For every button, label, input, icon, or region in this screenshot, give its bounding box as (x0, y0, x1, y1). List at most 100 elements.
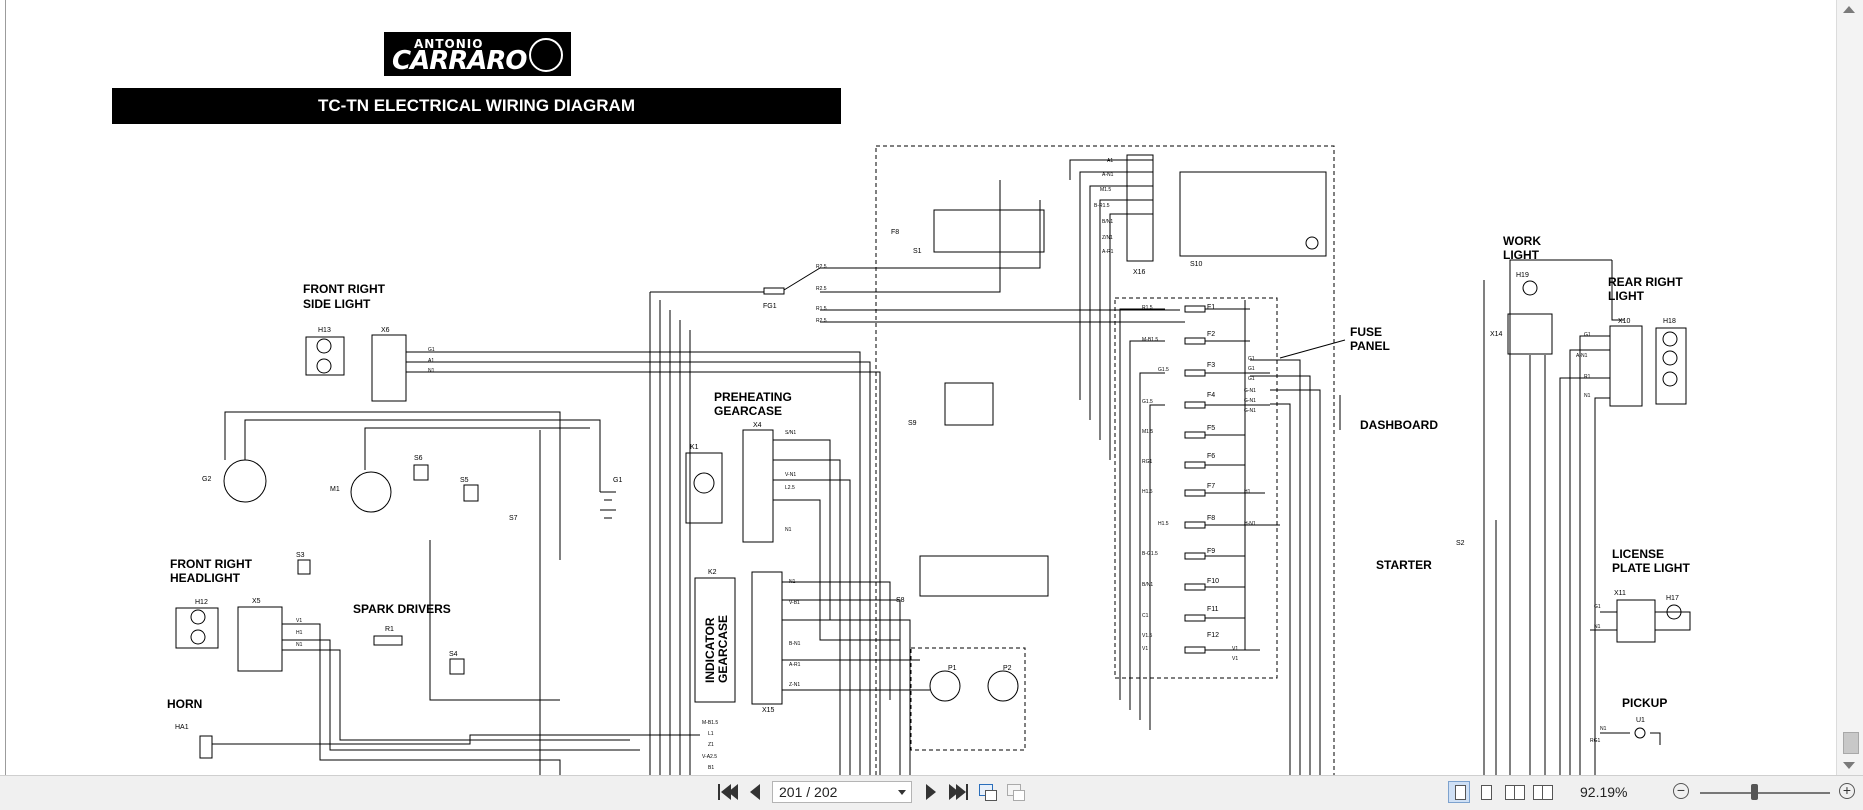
label-front-right-headlight-1: FRONT RIGHT (170, 557, 253, 571)
wire-label: N1 (1594, 624, 1601, 630)
wire-label: A-R1 (789, 662, 801, 668)
last-page-button[interactable] (946, 781, 968, 803)
wire-label: B1 (708, 765, 714, 771)
logo-main-text: CARRARO (392, 46, 527, 76)
wire-label: Z-N1 (789, 682, 800, 688)
fuse-F3: F3 (1207, 362, 1215, 369)
designator-G1: G1 (613, 477, 622, 484)
single-page-view-button[interactable] (1448, 781, 1470, 803)
wire-label: G-N1 (1244, 398, 1256, 404)
scroll-up-icon[interactable] (1843, 6, 1855, 13)
fuse-F2: F2 (1207, 331, 1215, 338)
wire-label: V-A2.5 (702, 754, 717, 760)
wire-label: H1 (1244, 489, 1251, 495)
fuse-F10: F10 (1207, 578, 1219, 585)
scroll-down-icon[interactable] (1843, 762, 1855, 769)
diagram-labels: FRONT RIGHT SIDE LIGHT FRONT RIGHT HEADL… (167, 234, 1690, 711)
label-front-right-side-light-2: SIDE LIGHT (303, 297, 371, 311)
next-page-button[interactable] (920, 781, 942, 803)
zoom-in-button[interactable]: + (1839, 783, 1855, 799)
designator-S7: S7 (509, 515, 518, 522)
wire-label: B-G1.5 (1142, 551, 1158, 557)
gauges-boundary (910, 647, 1026, 751)
wire-label: G1 (1584, 332, 1591, 338)
fuse-F1: F1 (1207, 304, 1215, 311)
designator-K2: K2 (708, 569, 717, 576)
zoom-slider[interactable] (1700, 792, 1830, 794)
zoom-slider-thumb[interactable] (1751, 784, 1759, 800)
fuse-F5: F5 (1207, 425, 1215, 432)
designator-X16: X16 (1133, 269, 1146, 276)
label-front-right-side-light-1: FRONT RIGHT (303, 282, 386, 296)
viewer-toolbar: 201 / 202 92.19% − + (0, 775, 1863, 810)
designator-S4: S4 (449, 651, 458, 658)
designator-G2: G2 (202, 476, 211, 483)
vertical-scrollbar[interactable] (1836, 0, 1863, 775)
fuse-F12: F12 (1207, 632, 1219, 639)
wire-label: H-N1 (1244, 521, 1256, 527)
label-spark-drivers: SPARK DRIVERS (353, 602, 451, 616)
designator-X4: X4 (753, 422, 762, 429)
continuous-view-button[interactable] (1474, 781, 1496, 803)
wire-label: A-R1 (1102, 249, 1114, 255)
designator-H19: H19 (1516, 272, 1529, 279)
label-rear-right-light-2: LIGHT (1608, 289, 1645, 303)
wire-label: G1.5 (1158, 367, 1169, 373)
zoom-level: 92.19% (1580, 784, 1628, 800)
wire-label: R2.5 (816, 318, 827, 324)
wire-label: G1 (1248, 366, 1255, 372)
designator-X10: X10 (1618, 318, 1631, 325)
designator-S5: S5 (460, 477, 469, 484)
go-forward-view-icon[interactable] (1004, 781, 1026, 803)
wire-label: G1 (1594, 604, 1601, 610)
designator-X11: X11 (1614, 590, 1626, 597)
label-preheating-1: PREHEATING (714, 390, 792, 404)
logo-top-text: ANTONIO (414, 37, 484, 51)
component-designators: H13 X6 G2 M1 S6 S5 S7 G1 S3 H12 X5 R1 S4… (175, 229, 1679, 731)
wire-label: N1 (789, 579, 796, 585)
wire-label: N1 (1584, 393, 1591, 399)
wire-label: M-B1.5 (1142, 337, 1158, 343)
designator-S9: S9 (908, 420, 917, 427)
designator-S2: S2 (1456, 540, 1465, 547)
label-license-plate-2: PLATE LIGHT (1612, 561, 1690, 575)
wire-label: V1 (1142, 646, 1148, 652)
two-page-continuous-view-button[interactable] (1530, 781, 1553, 803)
previous-page-button[interactable] (744, 781, 766, 803)
two-page-view-button[interactable] (1502, 781, 1525, 803)
scroll-thumb[interactable] (1843, 732, 1859, 754)
designator-S3: S3 (296, 552, 305, 559)
dashboard-boundary (875, 145, 1335, 775)
designator-K1: K1 (690, 444, 699, 451)
wire-label: V1 (1232, 646, 1238, 652)
wire-label: H1 (296, 630, 303, 636)
wire-label: N1 (1600, 726, 1607, 732)
page-number-field[interactable]: 201 / 202 (772, 781, 912, 803)
label-starter: STARTER (1376, 558, 1432, 572)
fuse-panel-boundary (1114, 297, 1278, 679)
wire-label: V1.5 (1142, 633, 1153, 639)
label-license-plate-1: LICENSE (1612, 547, 1664, 561)
label-work-light-2: LIGHT (1503, 248, 1540, 262)
go-back-view-icon[interactable] (976, 781, 998, 803)
fuse-F8-panel: F8 (1207, 515, 1215, 522)
wire-label: RG1 (1142, 459, 1153, 465)
designator-H12: H12 (195, 599, 208, 606)
document-viewport: ANTONIO CARRARO TC-TN ELECTRICAL WIRING … (5, 0, 1863, 775)
wire-label: V-B1 (789, 600, 800, 606)
label-rear-right-light-1: REAR RIGHT (1608, 275, 1683, 289)
label-indicator-1: INDICATOR (703, 617, 717, 683)
wire-label: R1.5 (1142, 305, 1153, 311)
designator-M1: M1 (330, 486, 340, 493)
designator-H18: H18 (1663, 318, 1676, 325)
designator-R1: R1 (385, 626, 394, 633)
first-page-button[interactable] (716, 781, 738, 803)
wire-label: V-N1 (785, 472, 796, 478)
zoom-out-button[interactable]: − (1673, 783, 1689, 799)
brand-logo: ANTONIO CARRARO (384, 32, 571, 76)
wire-label: A-N1 (1576, 353, 1588, 359)
chevron-down-icon[interactable] (898, 790, 906, 795)
fuse-F7: F7 (1207, 483, 1215, 490)
label-preheating-2: GEARCASE (714, 404, 782, 418)
wire-label: N1 (785, 527, 792, 533)
